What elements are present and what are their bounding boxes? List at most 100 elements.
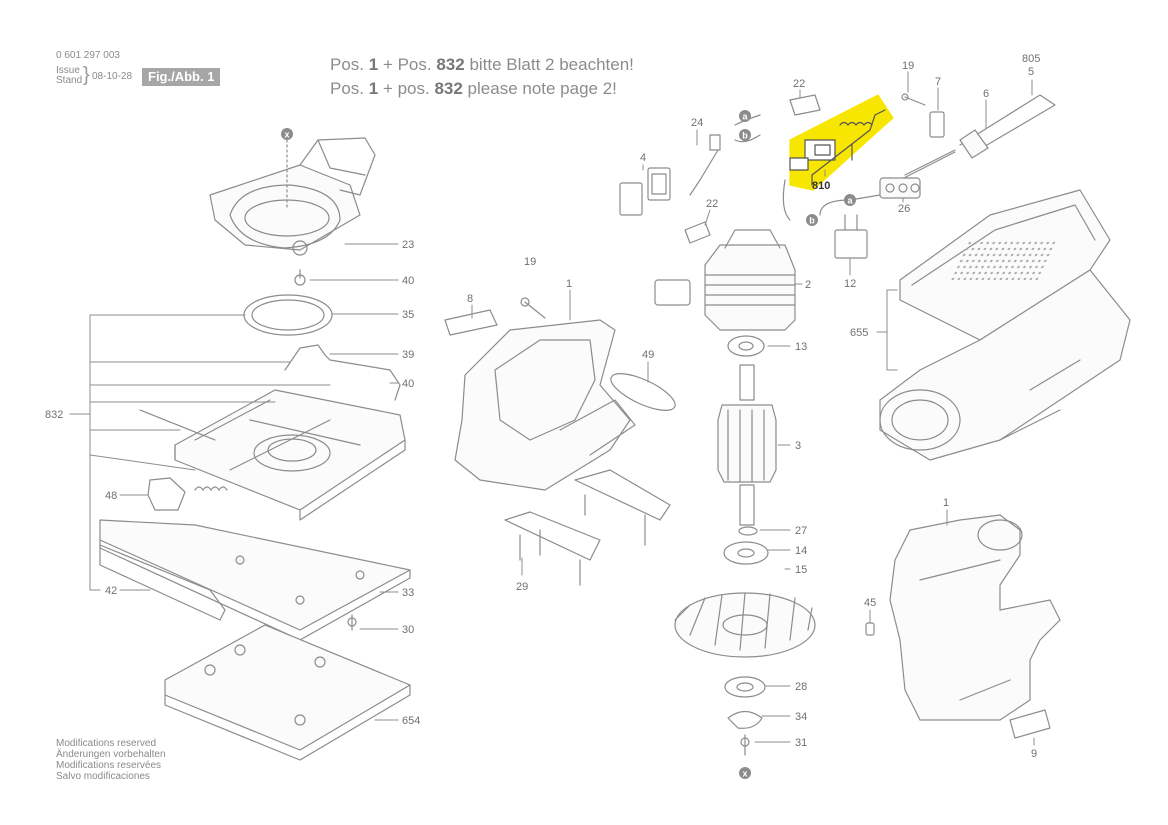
part-label-40: 40 (402, 378, 414, 390)
dust-box-part (879, 189, 1131, 461)
part-label-14: 14 (795, 545, 807, 557)
plug-part (654, 279, 691, 306)
cable-clamp-part (929, 111, 945, 138)
part-label-29: 29 (516, 581, 528, 593)
note-text: + pos. (378, 79, 435, 98)
part-label-22: 22 (706, 198, 718, 210)
pad-part (164, 624, 411, 761)
marker-b: b (742, 131, 748, 141)
part-label-49: 49 (642, 349, 654, 361)
part-label-33: 33 (402, 587, 414, 599)
note-text: please note page 2! (462, 79, 617, 98)
spring-part (194, 486, 228, 491)
screw-part (347, 617, 357, 627)
note-text: Pos. (330, 55, 369, 74)
part-label-6: 6 (983, 88, 989, 100)
part-label-5: 5 (1028, 66, 1034, 78)
note-pos: 832 (434, 79, 463, 98)
issue-date: 08-10-28 (92, 71, 133, 82)
switch-part (619, 167, 671, 216)
part-label-19: 19 (902, 60, 914, 72)
part-label-832: 832 (45, 409, 63, 421)
brace-symbol: } (83, 64, 90, 86)
pin-part (865, 622, 875, 636)
part-label-27: 27 (795, 525, 807, 537)
feet-part (504, 469, 671, 586)
part-label-1: 1 (566, 278, 572, 290)
part-label-40: 40 (402, 275, 414, 287)
note-text: + Pos. (378, 55, 437, 74)
part-label-7: 7 (935, 76, 941, 88)
bearing-part (727, 335, 765, 357)
part-label-2: 2 (805, 279, 811, 291)
footer-line: Salvo modificaciones (56, 771, 150, 782)
part-label-34: 34 (795, 711, 807, 723)
dust-cover-part (209, 134, 376, 256)
part-label-26: 26 (898, 203, 910, 215)
part-label-654: 654 (402, 715, 420, 727)
filter-grid (949, 240, 1059, 280)
part-label-23: 23 (402, 239, 414, 251)
holder-part (147, 477, 186, 511)
stand-label: Stand (56, 75, 83, 86)
leader-lines (69, 71, 1035, 746)
part-label-810: 810 (812, 180, 830, 192)
part-label-8: 8 (467, 293, 473, 305)
note-english: Pos. 1 + pos. 832 please note page 2! (330, 79, 617, 99)
base-plate-part (139, 389, 406, 521)
part-label-24: 24 (691, 117, 703, 129)
note-pos: 832 (436, 55, 465, 74)
marker-x: x (284, 130, 289, 140)
part-label-9: 9 (1031, 748, 1037, 760)
label-plate-part (444, 309, 498, 336)
note-pos: 1 (368, 79, 379, 98)
note-text: bitte Blatt 2 beachten! (464, 55, 634, 74)
brush-part (684, 221, 711, 244)
reference-markers: x a b a b x (281, 110, 856, 779)
part-label-35: 35 (402, 309, 414, 321)
footer-line: Modifications reserved (56, 738, 157, 749)
clamp-part (99, 544, 226, 621)
document-number: 0 601 297 003 (56, 50, 120, 61)
housing-part (889, 514, 1061, 721)
marker-x: x (742, 769, 747, 779)
issue-stand-labels: Issue Stand (56, 66, 82, 86)
note-german: Pos. 1 + Pos. 832 bitte Blatt 2 beachten… (330, 55, 634, 75)
marker-a: a (742, 112, 748, 122)
label-plate-part (1009, 709, 1051, 739)
fan-part (674, 592, 816, 658)
power-cord-part (899, 94, 1056, 181)
note-pos: 1 (368, 55, 379, 74)
part-label-30: 30 (402, 624, 414, 636)
part-label-4: 4 (640, 152, 646, 164)
marker-a: a (847, 196, 853, 206)
footer-disclaimer: Modifications reserved Änderungen vorbeh… (56, 738, 166, 782)
carbon-brush-part (789, 109, 886, 186)
part-label-22: 22 (793, 78, 805, 90)
brush-holder-highlight (789, 94, 894, 191)
part-label-3: 3 (795, 440, 801, 452)
issue-label: Issue (56, 65, 80, 76)
eccentric-part (727, 710, 763, 729)
part-label-31: 31 (795, 737, 807, 749)
part-label-805: 805 (1022, 53, 1040, 65)
armature-part (717, 364, 777, 526)
ring-part (243, 294, 333, 336)
bearing-part (723, 541, 769, 565)
bearing-part (724, 676, 766, 698)
brush-part (789, 94, 821, 116)
sanding-plate-part (99, 519, 411, 641)
part-label-19: 19 (524, 256, 536, 268)
figure-label: Fig./Abb. 1 (142, 68, 221, 86)
footer-line: Änderungen vorbehalten (56, 749, 166, 760)
part-label-42: 42 (105, 585, 117, 597)
part-label-13: 13 (795, 341, 807, 353)
part-label-655: 655 (850, 327, 868, 339)
clip-part (284, 344, 401, 401)
housing-part (454, 319, 636, 491)
footer-line: Modifications reservées (56, 760, 162, 771)
screw-part (294, 274, 306, 286)
retaining-ring-part (738, 526, 758, 536)
part-label-39: 39 (402, 349, 414, 361)
